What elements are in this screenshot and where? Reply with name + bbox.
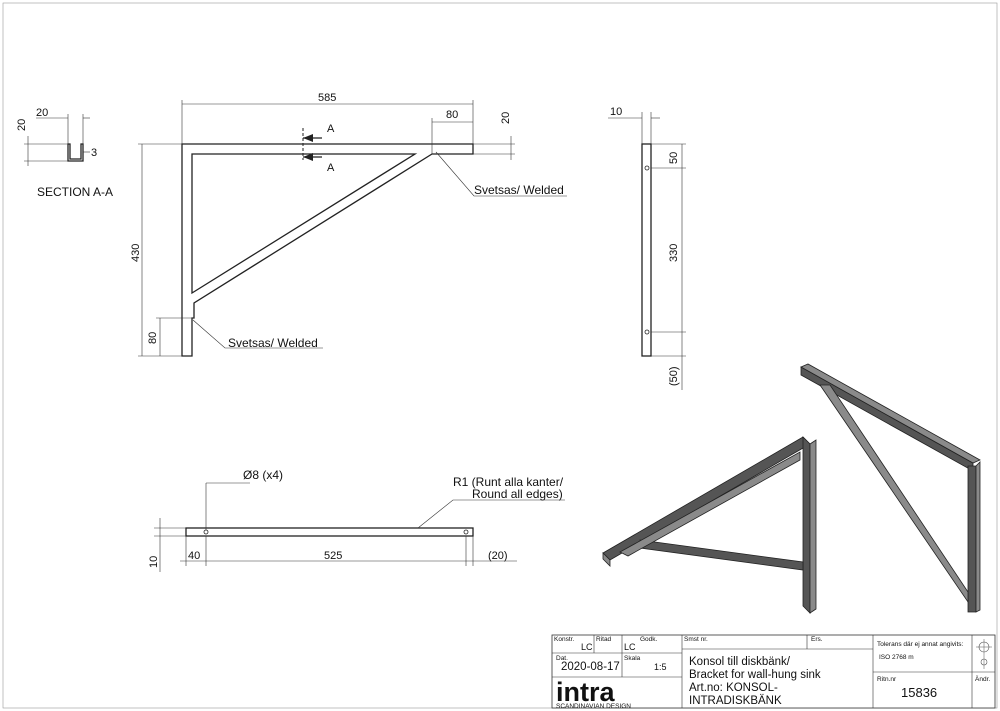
title-block: Konstr. LC Ritad LC Godk. Smst nr. Ers. … [551, 634, 996, 710]
tolerans-label: Tolerans där ej annat angivits: [877, 641, 964, 648]
ritad-value: LC [624, 642, 636, 652]
isometric-view-right [800, 363, 981, 613]
projection-symbol-icon [976, 639, 992, 669]
section-marker-bottom: A [327, 162, 335, 174]
front-dim-top-thickness: 20 [500, 112, 512, 124]
art-no-line-1: Art.no: KONSOL- [689, 682, 778, 694]
radius-label-line-1: R1 (Runt alla kanter/ [453, 475, 564, 489]
front-dim-height: 430 [130, 244, 142, 262]
weld-label-bottom: Svetsas/ Welded [228, 336, 318, 350]
front-dim-total-width: 585 [318, 92, 336, 104]
title-line-2: Bracket for wall-hung sink [689, 669, 821, 681]
hole-label: Ø8 (x4) [243, 468, 283, 482]
top-dim-right: (20) [488, 550, 508, 562]
art-no-line-2: INTRADISKBÄNK [689, 695, 782, 707]
section-view: 20 20 3 SECTION A-A [16, 107, 113, 199]
isometric-view-left [602, 436, 817, 614]
side-dim-top: 50 [668, 152, 680, 164]
side-dim-middle: 330 [668, 244, 680, 262]
side-dim-width: 10 [610, 106, 622, 118]
top-dim-middle: 525 [324, 550, 342, 562]
front-view: 585 80 20 430 80 A A Svetsas/ Welded Sve… [130, 92, 567, 357]
smst-label: Smst nr. [684, 636, 708, 643]
section-dim-thickness: 3 [91, 147, 97, 159]
ritn-label: Ritn.nr [877, 676, 897, 683]
top-dim-left: 40 [188, 550, 200, 562]
radius-label-line-2: Round all edges) [472, 487, 563, 501]
weld-label-top: Svetsas/ Welded [474, 183, 564, 197]
section-marker-top: A [327, 123, 335, 135]
ritn-value: 15836 [901, 685, 937, 700]
godk-label: Godk. [640, 636, 658, 643]
side-view: 10 50 330 (50) [608, 106, 686, 390]
top-dim-thickness: 10 [148, 556, 160, 568]
ers-label: Ers. [811, 636, 823, 643]
tolerans-value: ISO 2768 m [879, 654, 914, 661]
front-dim-top-weld: 80 [446, 109, 458, 121]
dat-value: 2020-08-17 [561, 661, 620, 673]
side-dim-bottom: (50) [668, 366, 680, 386]
ritad-label: Ritad [596, 636, 612, 643]
dat-label: Dat. [556, 655, 568, 662]
konstr-value: LC [581, 642, 593, 652]
konstr-label: Konstr. [554, 636, 574, 643]
skala-value: 1:5 [654, 662, 667, 672]
skala-label: Skala [624, 655, 641, 662]
section-dim-height: 20 [16, 119, 28, 131]
section-dim-width: 20 [36, 107, 48, 119]
top-view: Ø8 (x4) R1 (Runt alla kanter/ Round all … [148, 468, 565, 572]
logo: intra [556, 677, 615, 707]
title-line-1: Konsol till diskbänk/ [689, 656, 791, 668]
front-dim-bottom-weld: 80 [147, 332, 159, 344]
logo-subtitle: SCANDINAVIAN DESIGN [556, 703, 631, 710]
section-label: SECTION A-A [37, 185, 113, 199]
andr-label: Ändr. [975, 675, 990, 683]
